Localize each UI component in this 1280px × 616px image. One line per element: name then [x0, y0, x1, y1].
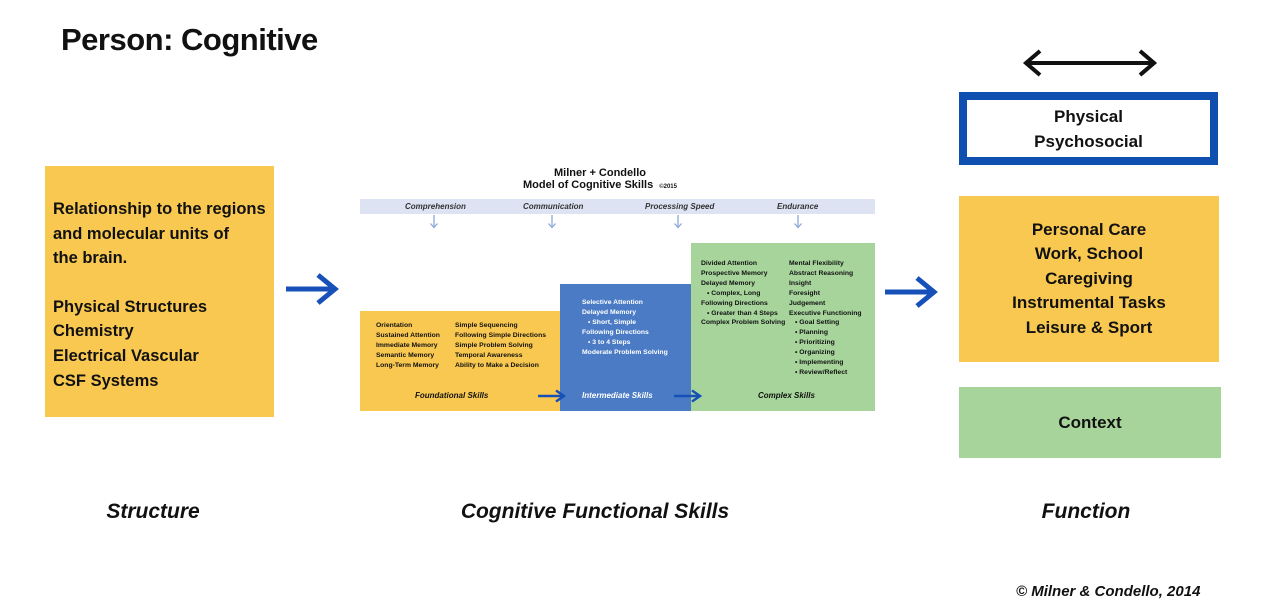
down-arrow-icon [430, 215, 438, 229]
skill-item: Judgement [789, 299, 826, 307]
model-title: Milner + Condello Model of Cognitive Ski… [480, 167, 720, 193]
skill-item: Selective Attention [582, 299, 643, 306]
skill-item: Abstract Reasoning [789, 269, 854, 277]
function-caption: Function [1041, 500, 1131, 523]
page-title: Person: Cognitive [61, 22, 318, 57]
structure-text: Relationship to the regions [53, 200, 266, 218]
skill-item: Following Directions [701, 299, 768, 307]
skill-item: • Prioritizing [795, 339, 835, 347]
skill-item: • 3 to 4 Steps [588, 338, 631, 346]
skill-item: • Organizing [795, 349, 835, 357]
header-endurance: Endurance [777, 202, 819, 211]
skill-item: Insight [789, 279, 812, 287]
structure-box: Relationship to the regions and molecula… [45, 166, 274, 417]
skill-item: • Short, Simple [588, 318, 637, 326]
model-year: ©2015 [659, 184, 677, 190]
foundational-skills-label: Foundational Skills [415, 391, 489, 400]
copyright: © Milner & Condello, 2014 [1016, 583, 1201, 600]
right-arrow-icon [885, 276, 938, 308]
function-item: Leisure & Sport [1025, 317, 1153, 337]
function-item: Work, School [1034, 244, 1144, 264]
structure-text: and molecular units of [53, 224, 230, 243]
skill-item: Simple Sequencing [455, 322, 518, 329]
skill-item: • Complex, Long [707, 289, 761, 297]
psychosocial-label: Psychosocial [1034, 131, 1143, 151]
skill-item: Semantic Memory [376, 351, 435, 359]
foundational-skills-panel [360, 311, 560, 411]
right-arrow-icon [286, 273, 339, 305]
header-communication: Communication [523, 202, 584, 211]
double-arrow-icon [1022, 49, 1158, 77]
skill-item: • Review/Reflect [795, 368, 848, 376]
skill-item: Temporal Awareness [455, 351, 523, 359]
context-label: Context [1058, 412, 1122, 432]
header-processing-speed: Processing Speed [645, 202, 715, 211]
structure-caption: Structure [106, 500, 200, 523]
skill-item: Delayed Memory [701, 279, 756, 287]
foundational-col2: Simple Sequencing Following Simple Direc… [455, 321, 546, 371]
model-title-line2: Model of Cognitive Skills [523, 179, 654, 191]
skill-item: Orientation [376, 322, 413, 329]
function-box: Personal Care Work, School Caregiving In… [959, 196, 1219, 362]
right-arrow-icon [674, 389, 703, 403]
skill-item: • Goal Setting [795, 319, 840, 327]
skill-item: Immediate Memory [376, 341, 438, 349]
skills-caption: Cognitive Functional Skills [460, 500, 730, 523]
down-arrow-icon [548, 215, 556, 229]
structure-text: the brain. [53, 249, 128, 268]
skill-item: Executive Functioning [789, 309, 862, 317]
complex-col2: Mental Flexibility Abstract Reasoning In… [789, 259, 862, 378]
intermediate-skills-label: Intermediate Skills [582, 391, 653, 400]
header-comprehension: Comprehension [405, 202, 466, 211]
down-arrow-icon [794, 215, 802, 229]
function-item: Instrumental Tasks [1012, 293, 1166, 313]
skill-item: • Planning [795, 329, 828, 337]
skill-item: • Greater than 4 Steps [707, 309, 778, 317]
context-box: Context [959, 387, 1221, 458]
structure-item: Electrical Vascular [53, 346, 199, 365]
model-header-bar [360, 199, 875, 214]
skill-item: • Implementing [795, 359, 844, 367]
structure-item: Physical Structures [53, 297, 208, 316]
function-item: Personal Care [1031, 219, 1147, 239]
skill-item: Following Simple Directions [455, 331, 547, 339]
complex-skills-label: Complex Skills [758, 391, 815, 400]
skill-item: Mental Flexibility [789, 260, 844, 267]
physical-psychosocial-box: Physical Psychosocial [959, 92, 1218, 165]
structure-item: CSF Systems [53, 371, 159, 390]
skill-item: Sustained Attention [376, 331, 440, 339]
skill-item: Delayed Memory [582, 308, 637, 316]
skill-item: Divided Attention [701, 260, 758, 267]
complex-col1: Divided Attention Prospective Memory Del… [701, 259, 785, 328]
physical-label: Physical [1054, 106, 1123, 126]
skill-item: Long-Term Memory [376, 361, 439, 369]
skill-item: Foresight [789, 289, 820, 297]
structure-item: Chemistry [53, 322, 134, 341]
model-title-line1: Milner + Condello [554, 167, 646, 179]
skill-item: Ability to Make a Decision [455, 361, 539, 369]
skill-item: Simple Problem Solving [455, 341, 533, 349]
intermediate-skills-panel [560, 284, 691, 411]
skill-item: Complex Problem Solving [701, 319, 786, 327]
skill-item: Following Directions [582, 328, 649, 336]
complex-skills-panel [691, 243, 875, 411]
foundational-col1: Orientation Sustained Attention Immediat… [376, 321, 440, 371]
function-item: Caregiving [1045, 268, 1133, 288]
down-arrow-icon [674, 215, 682, 229]
right-arrow-icon [538, 389, 567, 403]
intermediate-list: Selective Attention Delayed Memory • Sho… [582, 298, 668, 357]
skill-item: Moderate Problem Solving [582, 348, 668, 356]
skill-item: Prospective Memory [701, 269, 768, 277]
